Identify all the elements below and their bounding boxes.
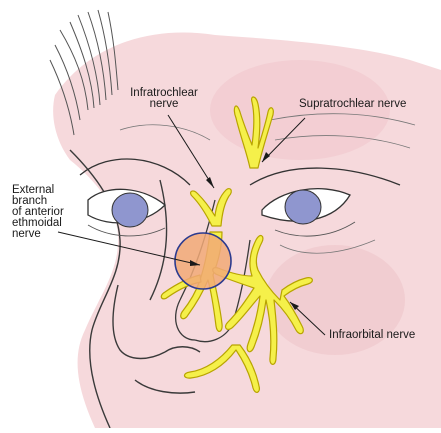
label-infratrochlear-line2: nerve <box>117 99 211 110</box>
left-iris <box>112 193 148 227</box>
label-external-branch-line5: nerve <box>12 229 64 240</box>
label-supratrochlear-text: Supratrochlear nerve <box>299 98 406 110</box>
label-infraorbital-text: Infraorbital nerve <box>329 329 415 341</box>
label-infratrochlear-nerve: Infratrochlear nerve <box>117 88 211 110</box>
right-iris <box>285 190 321 224</box>
label-infraorbital-nerve: Infraorbital nerve <box>329 330 415 341</box>
label-external-branch: External branch of anterior ethmoidal ne… <box>12 185 64 240</box>
label-supratrochlear-nerve: Supratrochlear nerve <box>299 99 406 110</box>
